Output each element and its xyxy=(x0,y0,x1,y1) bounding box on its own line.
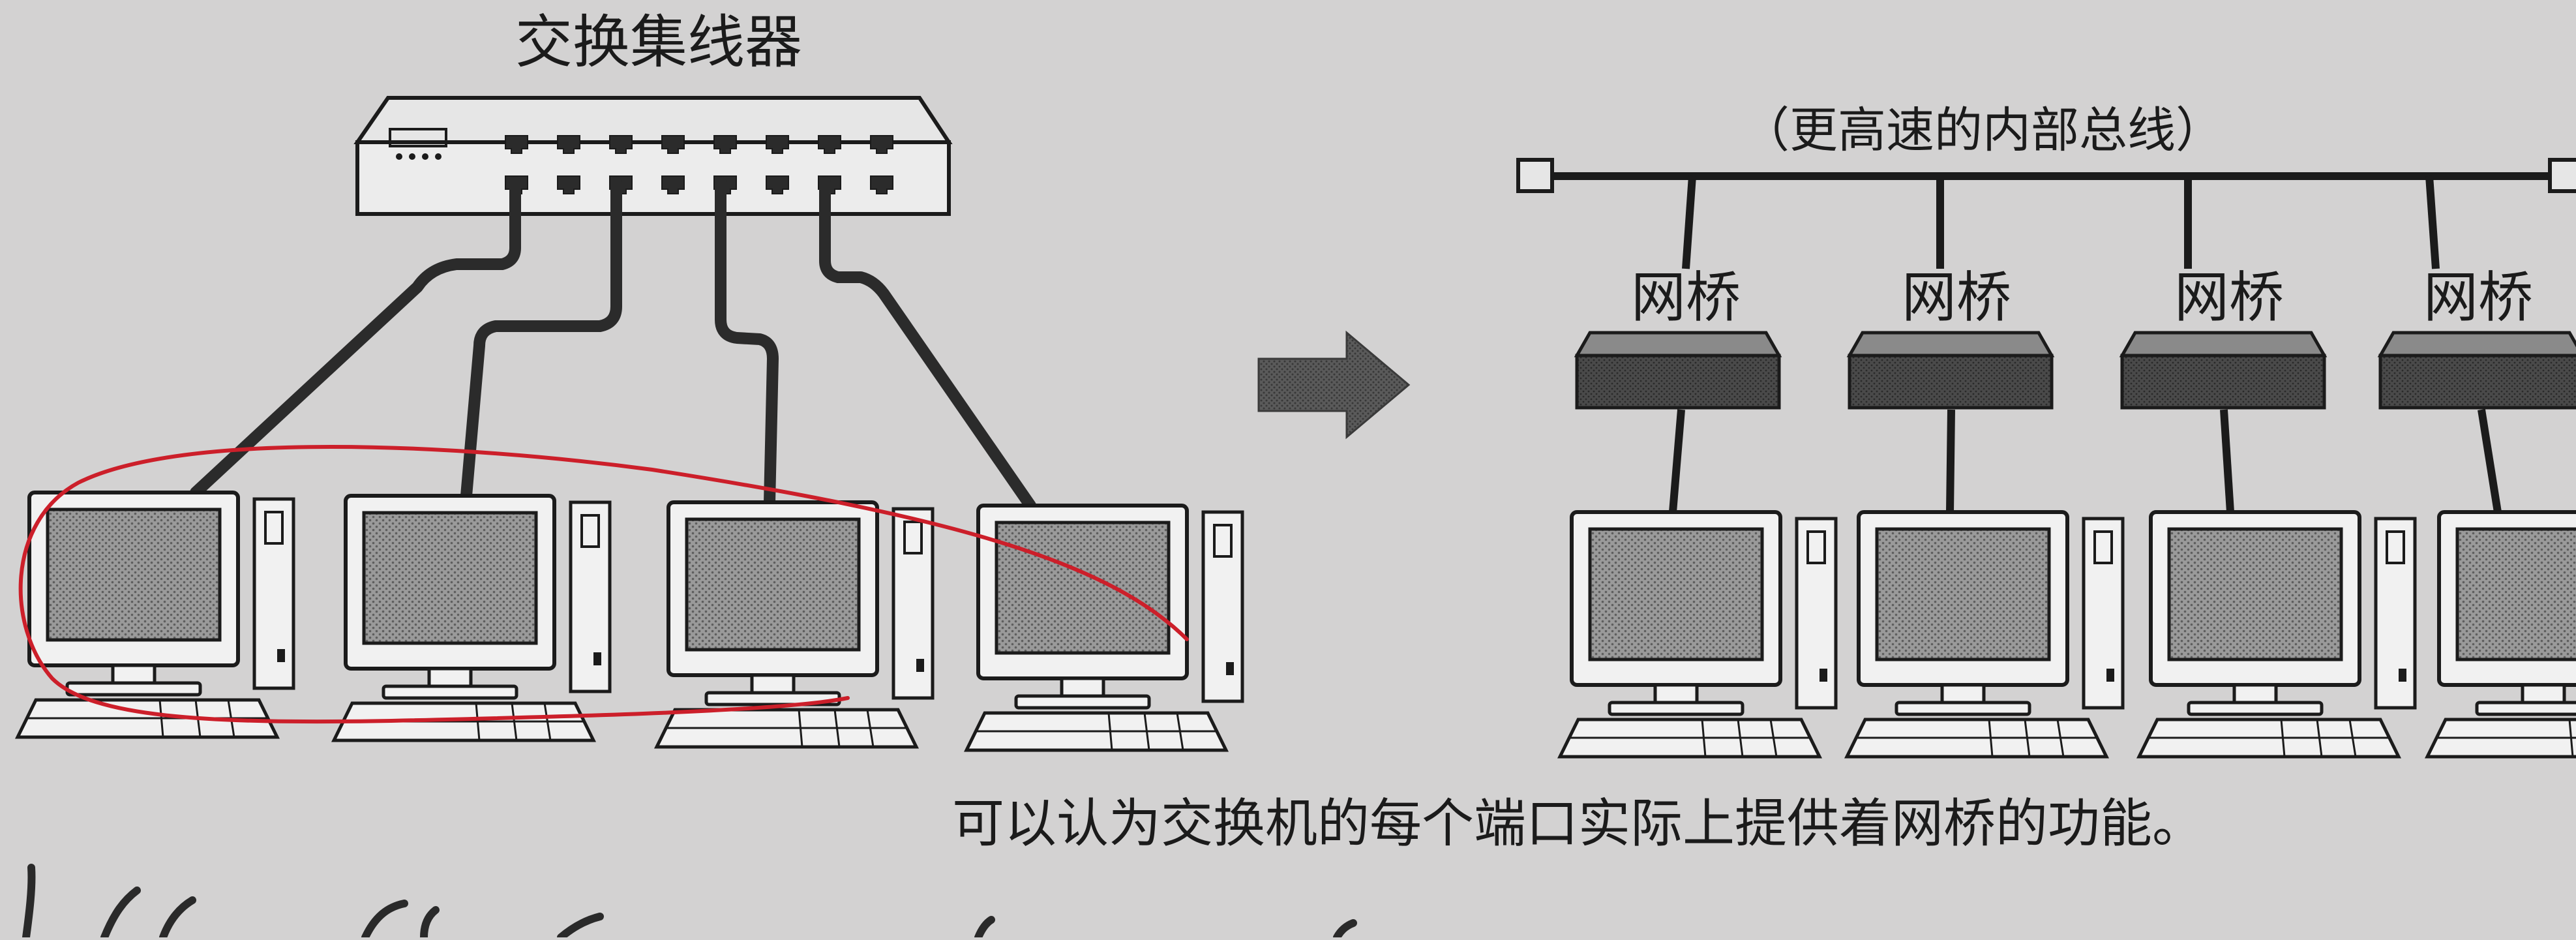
hub-port-5 xyxy=(713,135,737,154)
hub-port-3 xyxy=(609,135,633,154)
bridge-computer-4 xyxy=(2427,512,2576,757)
hub-cables xyxy=(190,177,1036,511)
red-annotation-loop xyxy=(18,445,1189,724)
hub-port-1 xyxy=(505,135,528,154)
hub-computers xyxy=(18,493,1242,750)
bridge-computers xyxy=(1560,512,2576,757)
bridge-3-label: 网桥 xyxy=(2174,265,2284,329)
bridge-2-label: 网桥 xyxy=(1902,265,2011,329)
hub-port-7 xyxy=(818,135,841,154)
internal-bus xyxy=(1516,158,2576,193)
bus-taps xyxy=(1682,175,2440,269)
hub-computer-4 xyxy=(966,506,1242,750)
hub-computer-2 xyxy=(334,496,610,740)
bridge-1-label: 网桥 xyxy=(1631,265,1741,329)
hub-port-10 xyxy=(557,175,580,194)
caption: 可以认为交换机的每个端口实际上提供着网桥的功能。 xyxy=(952,793,2204,854)
switching-hub xyxy=(353,96,953,216)
bridge-computer-2 xyxy=(1847,512,2123,757)
hub-port-14 xyxy=(766,175,789,194)
handwriting-strokes xyxy=(22,864,1357,940)
bridge-computer-1 xyxy=(1560,512,1836,757)
hub-port-8 xyxy=(870,135,893,154)
bridge-cables xyxy=(1669,409,2502,513)
bridge-computer-3 xyxy=(2139,512,2415,757)
transform-arrow xyxy=(1257,330,1411,440)
bridge-2 xyxy=(1850,333,2052,408)
bridge-labels: 网桥 网桥 网桥 网桥 xyxy=(1631,265,2533,329)
hub-port-16 xyxy=(870,175,893,194)
bridge-3 xyxy=(2122,333,2324,408)
bus-label: （更高速的内部总线） xyxy=(1741,102,2224,159)
bridge-4-label: 网桥 xyxy=(2423,265,2533,329)
bridge-devices xyxy=(1577,333,2576,408)
bridge-1 xyxy=(1577,333,1779,408)
hub-port-2 xyxy=(557,135,580,154)
hub-computer-1 xyxy=(18,493,293,737)
hub-port-12 xyxy=(661,175,685,194)
hub-port-4 xyxy=(661,135,685,154)
hub-port-6 xyxy=(766,135,789,154)
hub-label: 交换集线器 xyxy=(515,8,802,76)
bridge-4 xyxy=(2380,333,2576,408)
